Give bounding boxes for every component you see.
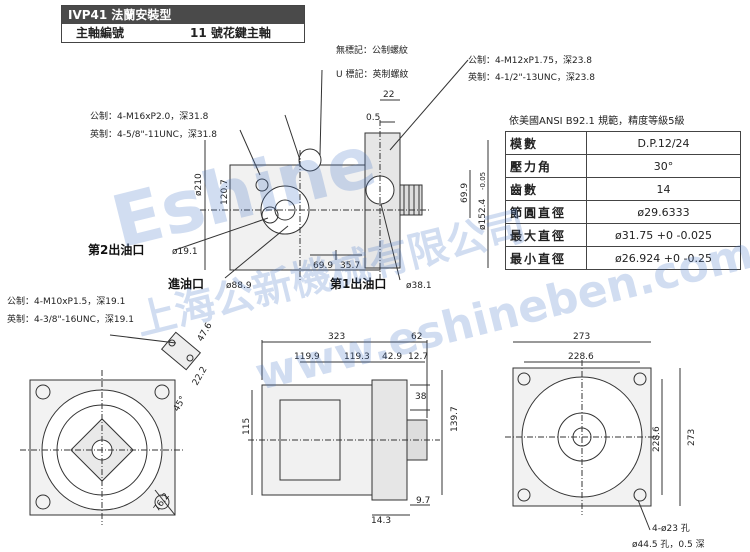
title-block: IVP41 法蘭安裝型 主軸編號 11 號花鍵主軸 xyxy=(61,5,305,43)
dim-323: 323 xyxy=(328,332,345,342)
inlet-label: 進油口 xyxy=(168,276,204,291)
callout-low-left-imperial: 英制：4-3/8"-16UNC，深19.1 xyxy=(7,313,134,325)
spec-key: 最大直徑 xyxy=(505,223,587,247)
pump-end-view xyxy=(505,341,681,531)
flange-face-view xyxy=(20,331,202,525)
port2-dia: ø19.1 xyxy=(172,247,198,257)
dim-69-9a: 69.9 xyxy=(313,261,333,271)
dim-22-2: 22.2 xyxy=(191,365,210,387)
dim-38: 38 xyxy=(415,392,427,402)
dim-62: 62 xyxy=(411,332,422,342)
spec-key: 模數 xyxy=(505,131,587,155)
legend-imperial: U 標記：英制螺紋 xyxy=(336,68,408,80)
spotface-callout: ø44.5 孔，0.5 深 xyxy=(632,539,705,550)
port2-label: 第2出油口 xyxy=(88,242,144,257)
spec-value: D.P.12/24 xyxy=(586,131,741,155)
shaft-row: 主軸編號 11 號花鍵主軸 xyxy=(62,24,304,42)
callout-top-right-metric: 公制：4-M12xP1.75，深23.8 xyxy=(468,54,592,66)
dim-12-7: 12.7 xyxy=(408,352,428,362)
spec-value: ø29.6333 xyxy=(586,200,741,224)
spec-value: 30° xyxy=(586,154,741,178)
dim-152-tol: -0.05 xyxy=(479,172,487,190)
port1-dia: ø38.1 xyxy=(406,281,432,291)
dim-69-9v: 69.9 xyxy=(460,183,470,203)
shaft-label: 主軸編號 xyxy=(76,26,125,40)
dim-119-9: 119.9 xyxy=(294,352,320,362)
dim-115: 115 xyxy=(242,418,252,435)
dim-273v: 273 xyxy=(687,429,697,446)
dim-35-7: 35.7 xyxy=(340,261,360,271)
dim-119-3: 119.3 xyxy=(344,352,370,362)
dim-273a: 273 xyxy=(573,332,590,342)
dim-22: 22 xyxy=(383,90,394,100)
dim-0-5: 0.5 xyxy=(366,113,380,123)
holes-callout: 4-ø23 孔 xyxy=(652,523,690,534)
model-title: IVP41 法蘭安裝型 xyxy=(62,6,304,24)
dim-120-7: 120.7 xyxy=(220,179,230,205)
dim-152-4: ø152.4 xyxy=(478,198,488,230)
port1-label: 第1出油口 xyxy=(330,276,386,291)
spec-key: 齒數 xyxy=(505,177,587,201)
dim-9-7: 9.7 xyxy=(416,496,430,506)
callout-low-left-metric: 公制：4-M10xP1.5，深19.1 xyxy=(7,295,125,307)
spec-key: 最小直徑 xyxy=(505,246,587,270)
spec-key: 壓力角 xyxy=(505,154,587,178)
spline-standard-note: 依美國ANSI B92.1 規範，精度等級5級 xyxy=(509,116,685,127)
callout-top-right-imperial: 英制：4-1/2"-13UNC，深23.8 xyxy=(468,71,595,83)
dim-210: ø210 xyxy=(194,173,204,196)
pump-side-view xyxy=(248,340,443,516)
spec-value: ø26.924 +0 -0.25 xyxy=(586,246,741,270)
dim-228-6a: 228.6 xyxy=(568,352,594,362)
legend-metric: 無標記：公制螺紋 xyxy=(336,44,408,56)
callout-mid-left-imperial: 英制：4-5/8"-11UNC，深31.8 xyxy=(90,128,217,140)
dim-139-7: 139.7 xyxy=(450,406,460,432)
callout-mid-left-metric: 公制：4-M16xP2.0，深31.8 xyxy=(90,110,209,122)
watermark: Eshine 上海公新機械有限公司 www.eshineben.com xyxy=(104,118,750,401)
dim-14-3: 14.3 xyxy=(371,516,391,526)
shaft-value: 11 號花鍵主軸 xyxy=(190,26,271,40)
dim-228-6v: 228.6 xyxy=(652,426,662,452)
inlet-dia: ø88.9 xyxy=(226,281,252,291)
dim-42-9: 42.9 xyxy=(382,352,402,362)
